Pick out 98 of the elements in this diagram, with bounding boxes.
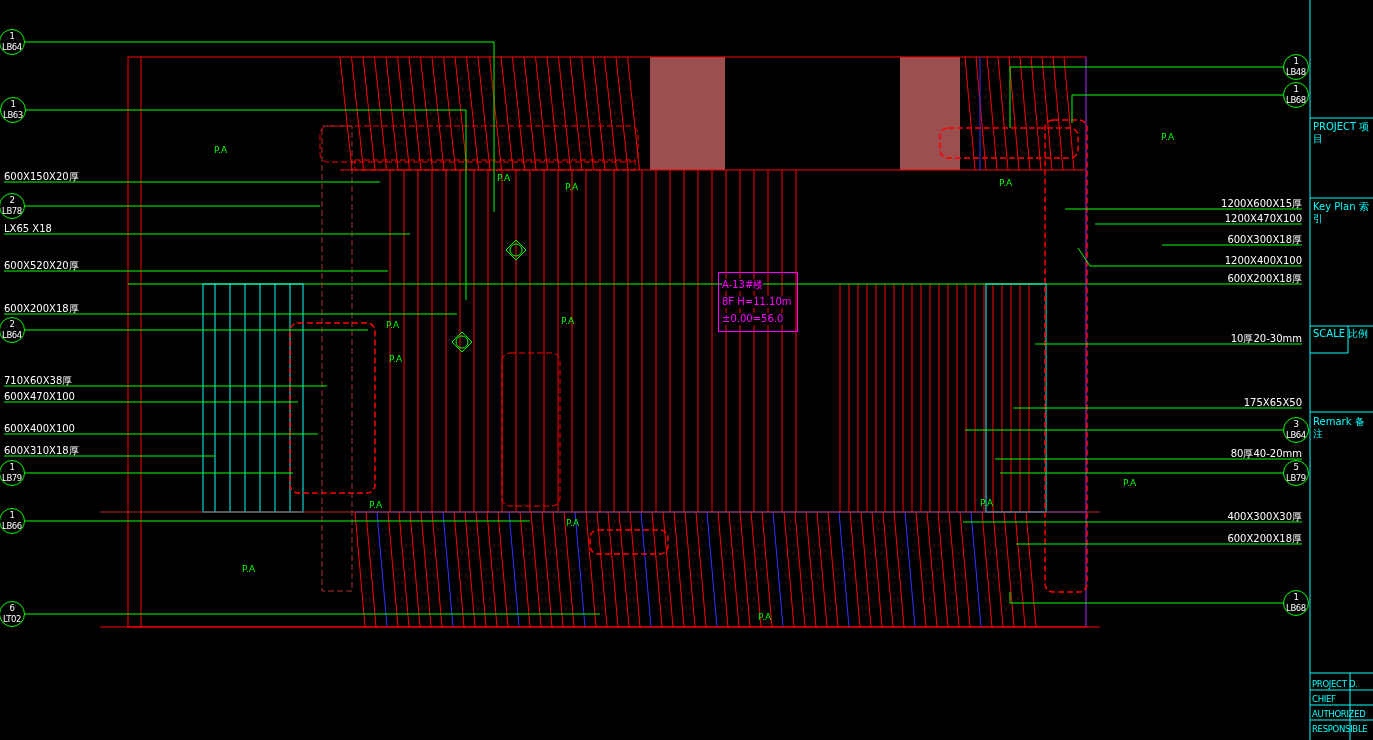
callout-number: 1 [1292,592,1300,602]
area-label: P.A [389,354,403,364]
leader-line [1015,543,1303,545]
title-block-text: Remark 备注 [1313,416,1366,440]
leader-line [962,521,1303,523]
leader-line [1009,591,1284,604]
leader-line [25,109,467,301]
callout-number: 3 [1292,419,1300,429]
callout-text: 400X300X30厚 [1227,511,1302,522]
area-label: P.A [561,316,575,326]
leader-line [3,433,319,435]
callout-number: 6 [8,603,16,613]
callout-text: 10厚20-30mm [1230,333,1302,344]
callout-text: 1200X600X15厚 [1221,198,1302,209]
drawing-code: LB64 [1,42,23,52]
callout-text: LX65 X18 [4,223,52,234]
drawing-code: LB79 [1285,473,1307,483]
level-text: ±0.00=56.0 [722,313,784,325]
leader-line [24,520,531,522]
callout-text: 600X200X18厚 [1227,533,1302,544]
leader-line [3,385,328,387]
drawing-code: LB68 [1285,603,1307,613]
drawing-code: LB68 [1285,95,1307,105]
leader-line [3,233,411,235]
callout-text: 1200X470X100 [1224,213,1302,224]
level-text: A-13#楼 [722,279,764,291]
area-label: P.A [1123,478,1137,488]
title-block-text: PROJECT D. [1312,679,1358,689]
callout-text: 80厚40-20mm [1230,448,1302,459]
drawing-code: LB66 [1,521,23,531]
leader-line [3,401,299,403]
area-label: P.A [497,173,511,183]
callout-number: 1 [8,510,16,520]
callout-number: 2 [8,319,16,329]
callout-number: 1 [9,99,17,109]
callout-text: 600X150X20厚 [4,171,79,182]
leader-line [1009,66,1284,129]
callout-number: 1 [8,462,16,472]
leader-line [24,205,321,207]
callout-text: 600X520X20厚 [4,260,79,271]
leader-line [24,41,495,213]
drawing-code: LB64 [1,330,23,340]
leader-line [24,329,369,331]
area-label: P.A [758,612,772,622]
area-label: P.A [242,564,256,574]
level-info-box [718,272,798,332]
drawing-code: LB78 [1,206,23,216]
area-label: P.A [980,498,994,508]
leader-line [24,472,294,474]
title-block-text: SCALE 比例 [1313,328,1370,340]
callout-text: 600X200X18厚 [4,303,79,314]
area-label: P.A [565,182,579,192]
callout-text: 175X65X50 [1243,397,1302,408]
drawing-code: LT02 [2,614,22,624]
callout-number: 1 [8,31,16,41]
leader-line [1012,407,1303,409]
callout-number: 5 [1292,462,1300,472]
leader-line [1064,208,1303,210]
leader-line [1034,343,1303,345]
callout-text: 1200X400X100 [1224,255,1302,266]
leader-line [964,429,1284,431]
leader-line [994,458,1303,460]
leader-line [1161,244,1303,246]
leader-line [1199,283,1303,285]
leader-line [1094,223,1303,225]
leader-line [3,270,389,272]
leader-line [3,181,381,183]
callout-number: 2 [8,195,16,205]
level-text: 8F H=11.10m [722,296,792,308]
callout-text: 600X200X18厚 [1227,273,1302,284]
leader-line [1071,94,1284,124]
callout-text: 600X400X100 [4,423,75,434]
leader-line [3,455,216,457]
callout-text: 710X60X38厚 [4,375,73,386]
leader-line [1077,247,1303,267]
title-block-text: RESPONSIBLE [1312,724,1368,734]
title-block-text: PROJECT 项目 [1313,121,1371,145]
area-label: P.A [369,500,383,510]
area-label: P.A [1161,132,1175,142]
area-label: P.A [999,178,1013,188]
callout-text: 600X310X18厚 [4,445,79,456]
title-block-text: CHIEF [1312,694,1336,704]
leader-line [999,472,1284,474]
drawing-code: LB63 [2,110,24,120]
area-label: P.A [566,518,580,528]
area-label: P.A [214,145,228,155]
callout-text: 600X470X100 [4,391,75,402]
title-block-text: Key Plan 索引 [1313,201,1370,225]
area-label: P.A [386,320,400,330]
drawing-code: LB48 [1285,67,1307,77]
callout-number: 1 [1292,56,1300,66]
drawing-code: LB64 [1285,430,1307,440]
leader-line [24,613,601,615]
drawing-code: LB79 [1,473,23,483]
title-block-text: AUTHORIZED [1312,709,1366,719]
callout-text: 600X300X18厚 [1227,234,1302,245]
leader-line [3,313,458,315]
callout-number: 1 [1292,84,1300,94]
